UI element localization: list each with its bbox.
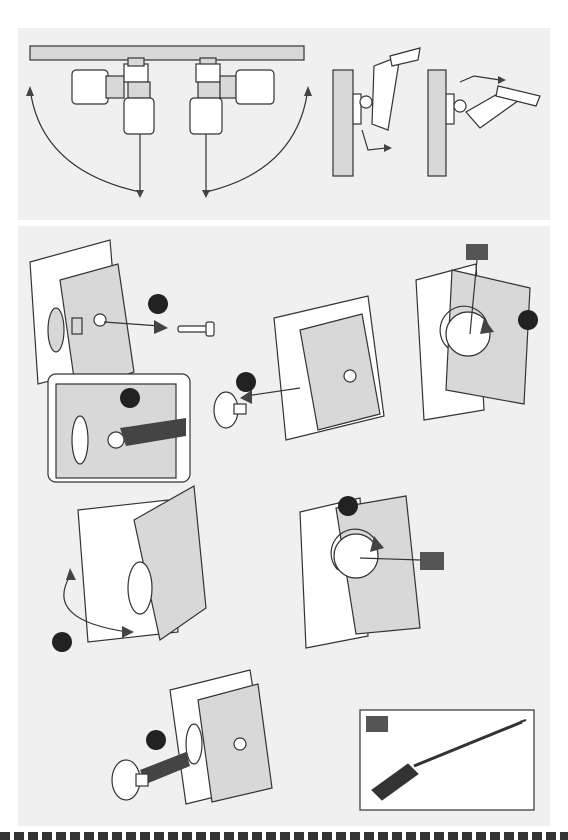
lamp-right-horizontal: [220, 70, 274, 104]
tool-box: [360, 710, 534, 810]
tool-box-tag: [366, 716, 388, 732]
step-3-marker: [236, 372, 256, 392]
lamp-right-down: [190, 58, 222, 134]
wall-lamp-tilt-up: [428, 70, 540, 176]
step-2-marker: [120, 388, 140, 408]
screw-icon: [178, 322, 214, 336]
ceiling-lamp-rotation-illustration: [26, 46, 312, 198]
step-7-marker: [146, 730, 166, 750]
step-1-remove-screw: [30, 240, 214, 392]
step-3-pull-plug: [214, 296, 384, 440]
bottom-crop-bar: [0, 832, 568, 840]
lamp-left-down: [124, 82, 154, 134]
step-5-marker: [52, 632, 72, 652]
ceiling-bar: [30, 46, 304, 60]
step-5-rotate-bracket: [52, 486, 206, 652]
wall-lamp-tilt-down: [333, 48, 420, 176]
plug-icon-2: [112, 760, 148, 800]
step-6-rotate: [300, 496, 444, 648]
step-7-insert-plug: [112, 670, 272, 804]
step-4-marker: [518, 310, 538, 330]
step-4-rotate: [416, 244, 538, 420]
step-6-marker: [338, 496, 358, 516]
step-2-inset: [48, 374, 190, 482]
tool-tag: [466, 244, 488, 260]
tool-tag-2: [420, 552, 444, 570]
step-1-marker: [148, 294, 168, 314]
